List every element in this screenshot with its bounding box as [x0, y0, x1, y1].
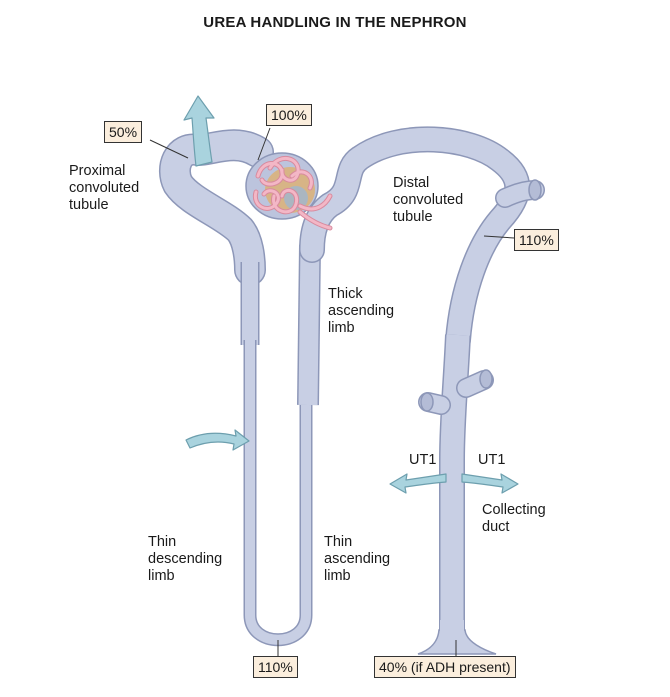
label-line: ascending: [324, 551, 391, 567]
distal-percent-box: 110%: [514, 229, 559, 251]
label-line: ascending: [328, 303, 395, 319]
label-line: Thin: [148, 534, 177, 550]
collecting-duct-label: Collecting duct: [482, 502, 546, 536]
label-line: Collecting: [482, 502, 546, 518]
bowman-percent-box: 100%: [266, 104, 312, 126]
proximal-reabsorption-arrow: [183, 95, 215, 167]
thick-ascending-limb-label: Thick ascending limb: [328, 286, 394, 337]
loop-bottom-percent-box: 110%: [253, 656, 298, 678]
distal-tubule-label: Distal convoluted tubule: [393, 175, 463, 226]
label-line: tubule: [393, 209, 433, 225]
ut1-right-label: UT1: [478, 452, 506, 468]
diagram-title: UREA HANDLING IN THE NEPHRON: [203, 14, 467, 31]
label-line: Proximal: [69, 163, 126, 179]
thin-descending-limb-label: Thin descending limb: [148, 534, 222, 585]
label-line: Thin: [324, 534, 353, 550]
descending-secretion-arrow: [185, 429, 250, 451]
leader-bowman: [257, 127, 271, 161]
label-line: Thick: [328, 286, 363, 302]
collecting-duct-shape: [417, 334, 497, 655]
leader-proximal: [149, 139, 189, 159]
tubule: [159, 126, 545, 647]
label-line: convoluted: [393, 192, 464, 208]
thin-ascending-limb-label: Thin ascending limb: [324, 534, 390, 585]
label-line: limb: [328, 320, 355, 336]
label-line: descending: [148, 551, 223, 567]
label-line: limb: [324, 568, 351, 584]
proximal-tubule-label: Proximal convoluted tubule: [69, 163, 139, 214]
label-line: tubule: [69, 197, 109, 213]
leader-lines: [149, 127, 515, 656]
label-line: limb: [148, 568, 175, 584]
collecting-end-percent-box: 40% (if ADH present): [374, 656, 516, 678]
proximal-percent-box: 50%: [104, 121, 143, 143]
ut1-left-label: UT1: [409, 452, 437, 468]
label-line: convoluted: [69, 180, 140, 196]
glomerulus: [245, 152, 333, 231]
label-line: duct: [482, 519, 510, 535]
leader-distal: [483, 235, 515, 239]
ut1-left-arrow: [389, 473, 447, 494]
label-line: Distal: [393, 175, 430, 191]
ut1-right-arrow: [461, 473, 519, 494]
